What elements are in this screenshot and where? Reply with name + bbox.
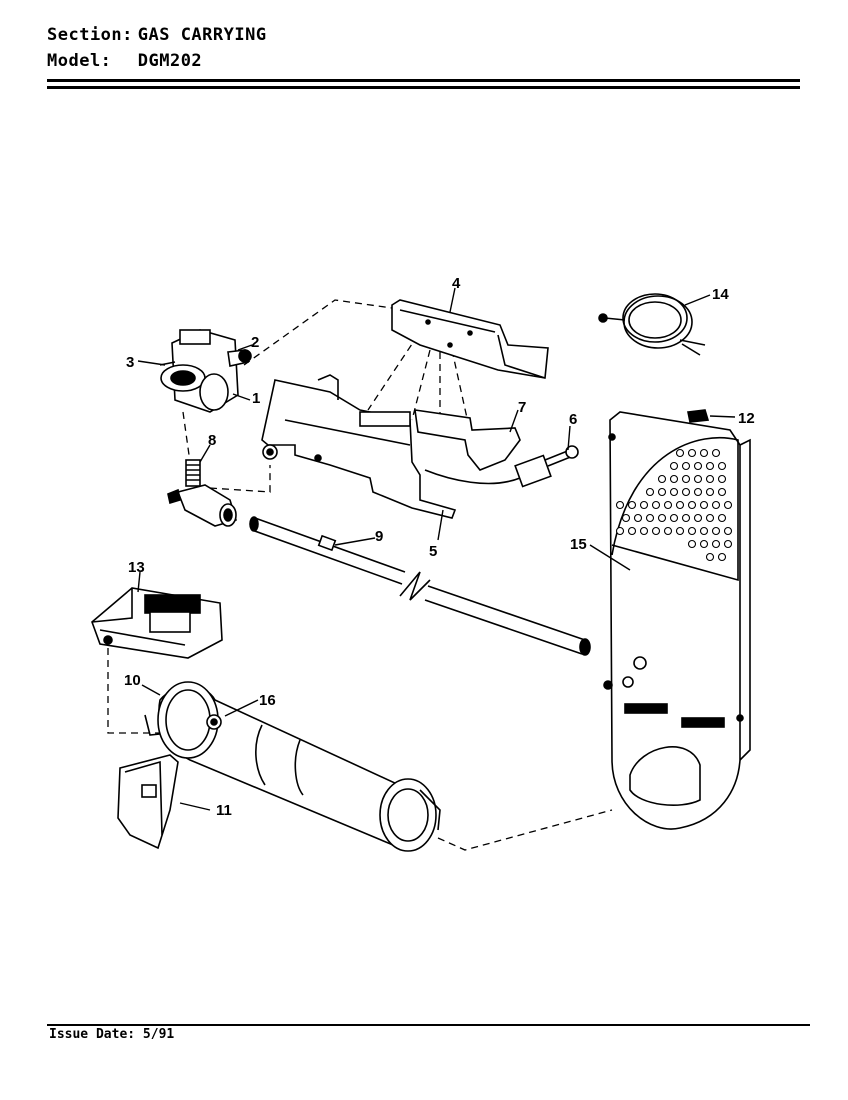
orifice-elbow-part [167,459,237,527]
header-rule-top [47,79,800,82]
callout-16: 16 [259,692,276,709]
callout-labels: 1 2 3 4 5 6 7 8 9 10 11 12 13 14 15 16 [124,275,755,819]
dashed-assembly-lines [107,299,613,851]
callout-5: 5 [429,543,437,560]
callout-7: 7 [518,399,526,416]
model-row: Model: DGM202 [47,51,202,71]
issue-date: Issue Date: 5/91 [49,1027,174,1042]
callout-9: 9 [375,528,383,545]
callout-10: 10 [124,672,141,689]
section-label: Section: [47,25,133,45]
callout-11: 11 [216,802,232,819]
callout-1: 1 [252,390,260,407]
model-value: DGM202 [137,51,203,71]
callout-8: 8 [208,432,216,449]
supply-tube-part [249,516,591,656]
callout-4: 4 [452,275,461,292]
callout-13: 13 [128,559,145,576]
header-rule-bottom [47,86,800,89]
section-value: GAS CARRYING [137,25,267,45]
combustion-tube-part [144,681,441,852]
igniter-part [424,445,579,488]
callout-6: 6 [569,411,577,428]
clip-part [687,409,710,423]
tube-bracket-part [117,754,179,850]
burner-part [391,299,549,379]
issue-value: 5/91 [142,1027,175,1042]
issue-label: Issue Date: [49,1027,136,1042]
callout-15: 15 [570,536,587,553]
callout-2: 2 [251,334,259,351]
section-row: Section: GAS CARRYING [47,25,267,45]
sensor-bracket-part [414,409,521,471]
wire-harness-part [598,293,706,356]
control-box-part [91,587,223,659]
callout-12: 12 [738,410,755,427]
burner-housing-part [603,411,751,830]
gas-valve-part [159,329,252,413]
footer-rule [47,1024,810,1026]
model-label: Model: [47,51,112,71]
callout-14: 14 [712,286,729,303]
burner-bracket-part [261,374,457,519]
callout-3: 3 [126,354,134,371]
leader-lines [137,287,736,811]
